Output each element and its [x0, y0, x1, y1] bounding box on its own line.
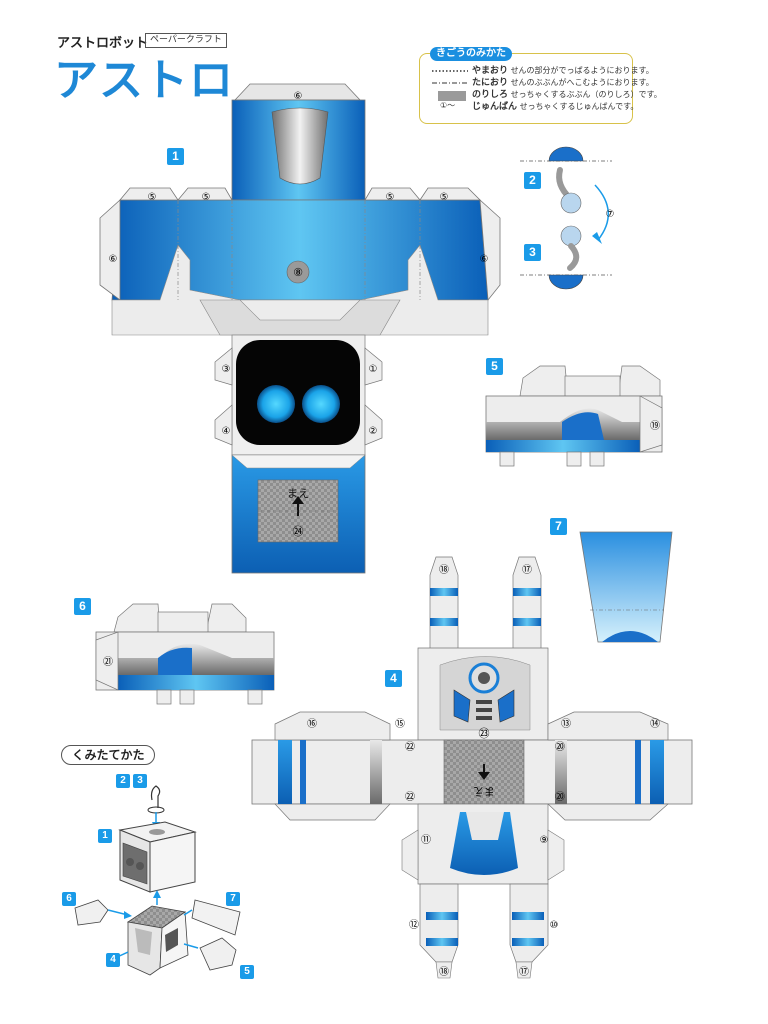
- legend-key: のりしろ: [472, 90, 509, 100]
- label-17: ⑰: [522, 564, 532, 576]
- label-3: ③: [222, 364, 231, 375]
- label-7: ⑦: [606, 209, 615, 220]
- legend-desc: せんの部分がでっぱるようにおります。: [510, 66, 654, 75]
- label-19: ⑲: [650, 420, 660, 432]
- label-18: ⑱: [439, 966, 449, 978]
- asm-number-2: 2: [116, 774, 130, 788]
- label-11: ⑪: [421, 834, 431, 846]
- assembly-diagram: [74, 785, 241, 976]
- legend-key: たにおり: [472, 78, 509, 88]
- label-5: ⑤: [148, 192, 157, 203]
- back-label: まえ: [473, 785, 495, 798]
- legend-heading: きごうのみかた: [430, 47, 512, 61]
- label-17: ⑰: [519, 966, 529, 978]
- product-name: アストロボット: [57, 36, 149, 51]
- part-number-5: 5: [486, 358, 503, 375]
- label-8: ⑧: [293, 266, 303, 279]
- label-13: ⑬: [561, 718, 571, 730]
- legend-desc: せっちゃくするぶぶん（のりしろ）です。: [510, 90, 662, 99]
- label-5: ⑤: [386, 192, 395, 203]
- part-number-3: 3: [524, 244, 541, 261]
- legend-box: [419, 53, 633, 124]
- part4-net: [251, 556, 693, 979]
- part5-net: [485, 365, 663, 467]
- legend-symbols: [432, 70, 468, 101]
- label-16: ⑯: [307, 718, 317, 730]
- label-5: ⑤: [202, 192, 211, 203]
- legend-row-order: じゅんばん せっちゃくするじゅんばんです。: [472, 102, 638, 112]
- label-24: ㉔: [293, 525, 304, 538]
- legend-desc: せんのぶぶんがへこむようにおります。: [510, 78, 654, 87]
- label-6: ⑥: [294, 91, 303, 102]
- part-number-4: 4: [385, 670, 402, 687]
- part-number-1: 1: [167, 148, 184, 165]
- label-6: ⑥: [480, 254, 489, 265]
- label-15: ⑮: [395, 718, 405, 730]
- label-21: ㉑: [103, 656, 113, 668]
- asm-number-1: 1: [98, 829, 112, 843]
- legend-key: じゅんばん: [472, 102, 518, 112]
- label-23: ㉓: [479, 727, 490, 740]
- page-title: アストロ: [54, 55, 234, 106]
- label-20: ⑳: [555, 791, 565, 803]
- asm-number-3: 3: [133, 774, 147, 788]
- part-number-7: 7: [550, 518, 567, 535]
- part2-3-net: [520, 146, 612, 290]
- part6-net: [95, 603, 275, 705]
- part-number-6: 6: [74, 598, 91, 615]
- label-10: ⑩: [550, 920, 559, 931]
- label-22: ㉒: [405, 741, 415, 753]
- label-9: ⑨: [540, 835, 549, 846]
- front-label: まえ: [287, 487, 309, 500]
- label-22: ㉒: [405, 791, 415, 803]
- label-20: ⑳: [555, 741, 565, 753]
- label-14: ⑭: [650, 718, 660, 730]
- label-5: ⑤: [440, 192, 449, 203]
- asm-number-5: 5: [240, 965, 254, 979]
- asm-number-7: 7: [226, 892, 240, 906]
- legend-row-mountain: やまおり せんの部分がでっぱるようにおります。: [472, 66, 654, 76]
- legend-desc: せっちゃくするじゅんばんです。: [519, 102, 639, 111]
- legend-row-valley: たにおり せんのぶぶんがへこむようにおります。: [472, 78, 654, 88]
- product-tag: ペーパークラフト: [145, 33, 227, 48]
- label-1: ①: [369, 364, 378, 375]
- label-6: ⑥: [109, 254, 118, 265]
- part7-net: [579, 531, 673, 643]
- order-symbol: ①〜: [440, 101, 456, 110]
- part1-net: [99, 83, 501, 574]
- legend-key: やまおり: [472, 66, 509, 76]
- asm-number-6: 6: [62, 892, 76, 906]
- label-12: ⑫: [409, 919, 419, 931]
- part-number-2: 2: [524, 172, 541, 189]
- label-4: ④: [222, 426, 231, 437]
- label-2: ②: [369, 426, 378, 437]
- legend-row-glue: のりしろ せっちゃくするぶぶん（のりしろ）です。: [472, 90, 662, 100]
- label-18: ⑱: [439, 564, 449, 576]
- asm-number-4: 4: [106, 953, 120, 967]
- assembly-title: くみたてかた: [61, 745, 156, 765]
